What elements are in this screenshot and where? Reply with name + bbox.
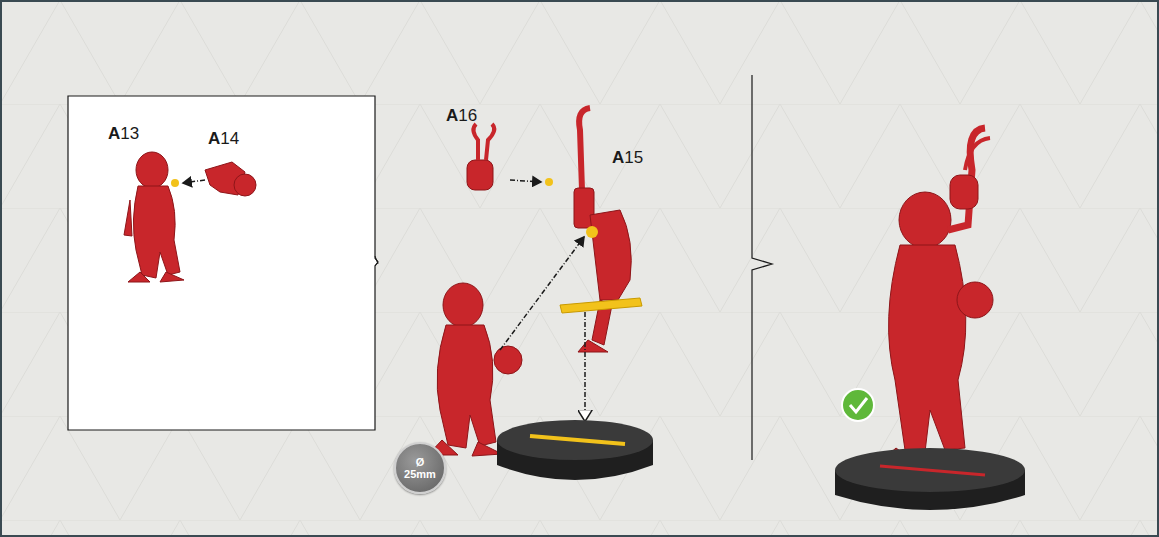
part-number: A13 <box>108 124 139 144</box>
part-number: A14 <box>208 129 239 149</box>
base-size-badge: Ø 25mm <box>394 442 446 494</box>
part-number: A16 <box>446 106 477 126</box>
base-size-text: Ø 25mm <box>401 456 439 480</box>
part-number: A15 <box>612 148 643 168</box>
